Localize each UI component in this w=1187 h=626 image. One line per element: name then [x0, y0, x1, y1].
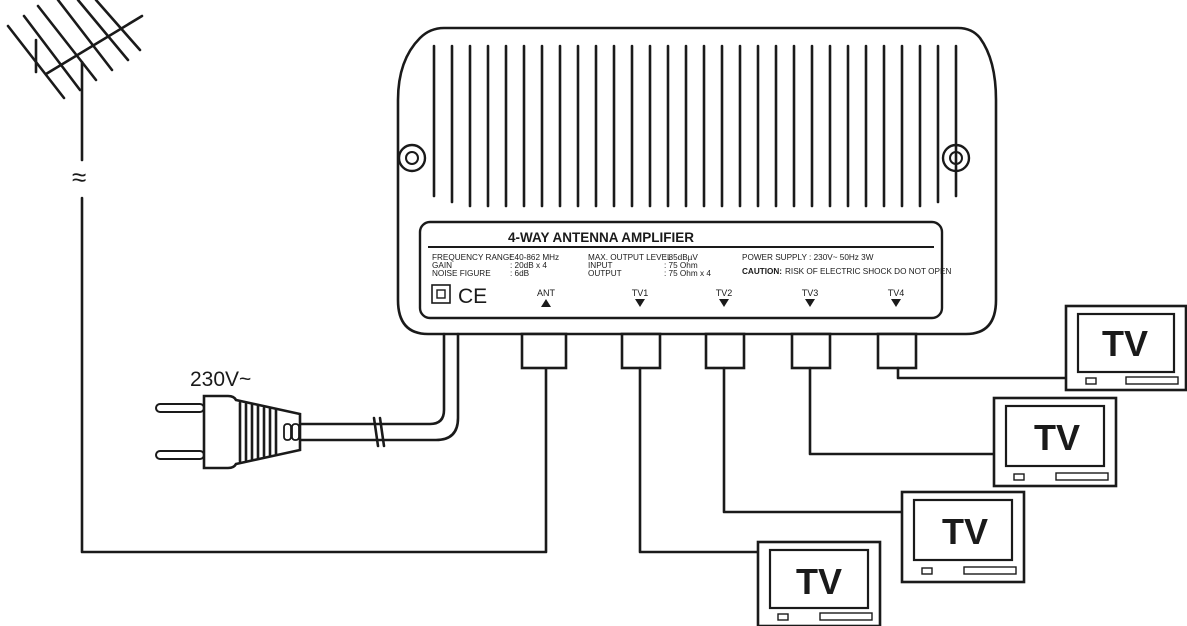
caution-text: RISK OF ELECTRIC SHOCK DO NOT OPEN — [785, 267, 951, 276]
connector-tv1 — [620, 332, 662, 370]
spec-value-max-output: : 85dBµV — [664, 253, 698, 262]
tv-2-label: TV — [942, 511, 988, 552]
cable-tv3 — [808, 366, 998, 456]
label-panel — [418, 220, 944, 320]
spec-value-frequency: : 40-862 MHz — [510, 253, 559, 262]
spec-value-input: : 75 Ohm — [664, 261, 698, 270]
connector-ant — [520, 332, 568, 370]
port-arrow-tv1-icon — [635, 299, 645, 307]
caution-label: CAUTION: — [742, 267, 782, 276]
antenna-icon — [6, 0, 144, 162]
power-supply-spec: POWER SUPPLY : 230V~ 50Hz 3W — [742, 253, 874, 262]
port-arrow-tv2-icon — [719, 299, 729, 307]
spec-value-output: : 75 Ohm x 4 — [664, 269, 711, 278]
cable-tv2 — [722, 366, 906, 514]
spec-label-noise: NOISE FIGURE — [432, 269, 491, 278]
spec-label-max-output: MAX. OUTPUT LEVEL — [588, 253, 672, 262]
amplifier-housing — [396, 26, 998, 336]
spec-label-input: INPUT — [588, 261, 613, 270]
spec-label-gain: GAIN — [432, 261, 452, 270]
port-arrow-ant-icon — [541, 299, 551, 307]
tv-1-label: TV — [796, 561, 842, 602]
tv-3-label: TV — [1034, 417, 1080, 458]
tv-3 — [992, 396, 1118, 488]
mounting-hole-right — [941, 143, 971, 173]
tv-4-label: TV — [1102, 323, 1148, 364]
cooling-fins — [432, 44, 958, 208]
tv-4 — [1064, 304, 1187, 392]
spec-value-noise: : 6dB — [510, 269, 530, 278]
mounting-hole-left — [397, 143, 427, 173]
port-label-tv4: TV4 — [888, 288, 905, 298]
antenna-cable — [80, 196, 548, 554]
port-arrow-tv3-icon — [805, 299, 815, 307]
power-cord — [298, 332, 460, 448]
connector-tv4 — [876, 332, 918, 370]
tv-2 — [900, 490, 1026, 584]
cable-tv1 — [638, 366, 772, 554]
cable-break-icon: ≈ — [72, 162, 86, 192]
port-label-tv2: TV2 — [716, 288, 733, 298]
port-arrow-tv4-icon — [891, 299, 901, 307]
mains-voltage-label: 230V~ — [190, 368, 251, 391]
double-insulation-icon — [431, 284, 451, 304]
tv-1 — [756, 540, 882, 626]
port-label-tv1: TV1 — [632, 288, 649, 298]
port-label-tv3: TV3 — [802, 288, 819, 298]
spec-value-gain: : 20dB x 4 — [510, 261, 547, 270]
spec-label-frequency: FREQUENCY RANGE — [432, 253, 515, 262]
spec-label-output: OUTPUT — [588, 269, 622, 278]
port-label-ant: ANT — [537, 288, 556, 298]
amplifier-title: 4-WAY ANTENNA AMPLIFIER — [508, 230, 694, 245]
cable-tv4 — [896, 366, 1070, 380]
connector-tv2 — [704, 332, 746, 370]
mains-plug-icon — [155, 394, 302, 470]
connector-tv3 — [790, 332, 832, 370]
ce-mark: CE — [458, 285, 487, 308]
